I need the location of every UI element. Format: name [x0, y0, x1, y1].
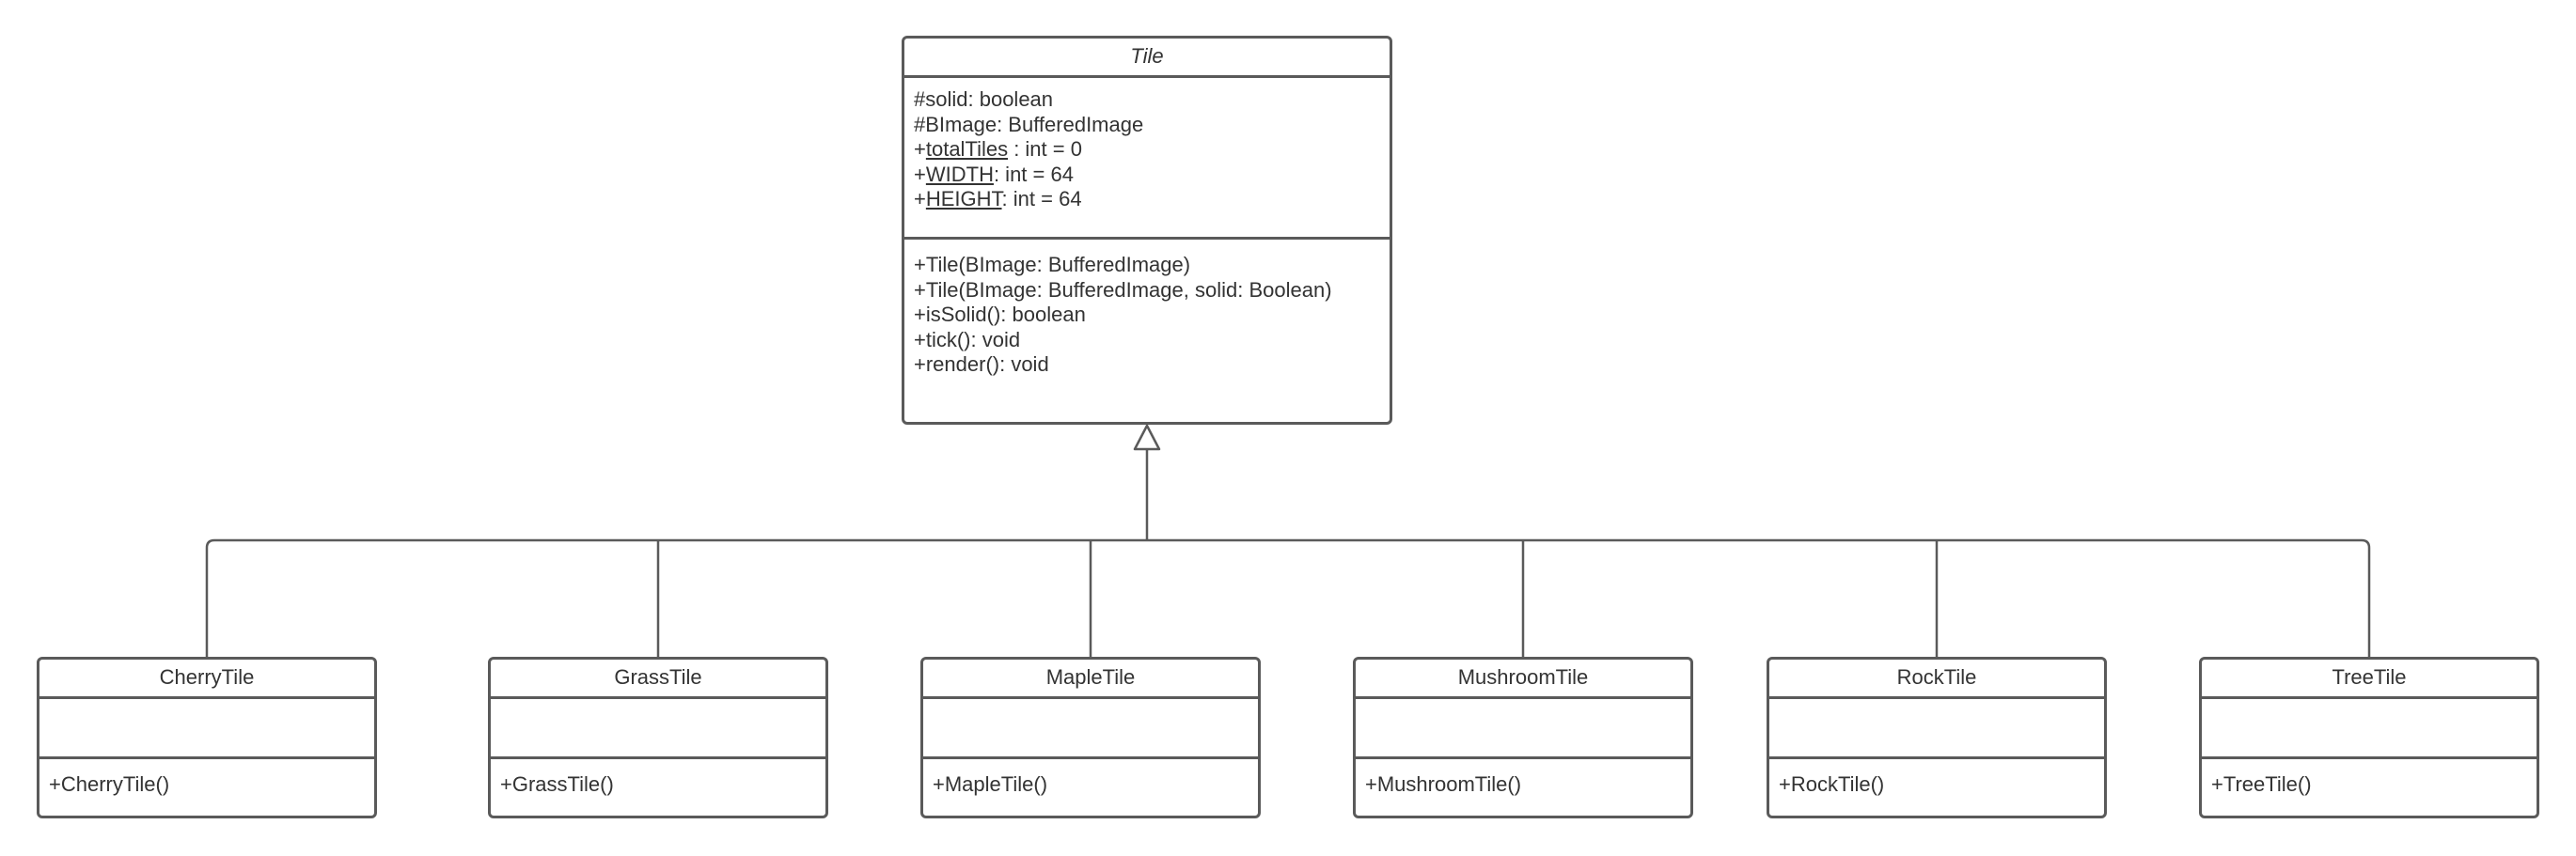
attribute-width: +WIDTH: int = 64 [914, 162, 1074, 186]
operations-compartment: +MushroomTile() [1356, 759, 1690, 798]
operation-tile-constructor: +Tile(BImage: BufferedImage) [914, 253, 1191, 276]
operations-compartment: +GrassTile() [491, 759, 825, 798]
operations-compartment: +Tile(BImage: BufferedImage) +Tile(BImag… [904, 240, 1390, 378]
class-name: GrassTile [491, 660, 825, 699]
static-underline: HEIGHT [925, 187, 1002, 210]
operation-constructor: +TreeTile() [2211, 772, 2312, 796]
static-underline: totalTiles [925, 137, 1009, 161]
operation-render: +render(): void [914, 352, 1049, 376]
attributes-compartment [491, 699, 825, 759]
attributes-compartment [1356, 699, 1690, 759]
operation-constructor: +MushroomTile() [1365, 772, 1522, 796]
class-name: RockTile [1769, 660, 2104, 699]
attributes-compartment [1769, 699, 2104, 759]
operation-constructor: +RockTile() [1779, 772, 1885, 796]
inheritance-bus-line [205, 538, 2371, 657]
class-tile[interactable]: Tile #solid: boolean #BImage: BufferedIm… [902, 36, 1392, 425]
class-name-tile: Tile [904, 39, 1390, 78]
class-rock-tile[interactable]: RockTile +RockTile() [1767, 657, 2107, 818]
attributes-compartment [2202, 699, 2537, 759]
operations-compartment: +MapleTile() [923, 759, 1258, 798]
class-tree-tile[interactable]: TreeTile +TreeTile() [2199, 657, 2539, 818]
attributes-compartment [923, 699, 1258, 759]
operations-compartment: +TreeTile() [2202, 759, 2537, 798]
class-name: CherryTile [39, 660, 374, 699]
operation-constructor: +GrassTile() [500, 772, 614, 796]
class-mushroom-tile[interactable]: MushroomTile +MushroomTile() [1353, 657, 1693, 818]
operation-constructor: +MapleTile() [933, 772, 1048, 796]
attributes-compartment [39, 699, 374, 759]
generalization-arrowhead [1133, 424, 1161, 451]
operation-is-solid: +isSolid(): boolean [914, 303, 1086, 326]
attribute-total-tiles: +totalTiles : int = 0 [914, 137, 1082, 161]
class-grass-tile[interactable]: GrassTile +GrassTile() [488, 657, 828, 818]
operation-constructor: +CherryTile() [49, 772, 170, 796]
static-underline: WIDTH [925, 162, 994, 186]
attribute-bimage: #BImage: BufferedImage [914, 112, 1144, 136]
class-name: MushroomTile [1356, 660, 1690, 699]
attribute-solid: #solid: boolean [914, 87, 1054, 111]
class-maple-tile[interactable]: MapleTile +MapleTile() [920, 657, 1261, 818]
operation-tile-constructor-solid: +Tile(BImage: BufferedImage, solid: Bool… [914, 277, 1332, 302]
class-cherry-tile[interactable]: CherryTile +CherryTile() [37, 657, 377, 818]
operations-compartment: +CherryTile() [39, 759, 374, 798]
attributes-compartment: #solid: boolean #BImage: BufferedImage +… [904, 78, 1390, 240]
class-name: MapleTile [923, 660, 1258, 699]
attribute-height: +HEIGHT: int = 64 [914, 187, 1082, 210]
operation-tick: +tick(): void [914, 327, 1021, 351]
class-name: TreeTile [2202, 660, 2537, 699]
operations-compartment: +RockTile() [1769, 759, 2104, 798]
